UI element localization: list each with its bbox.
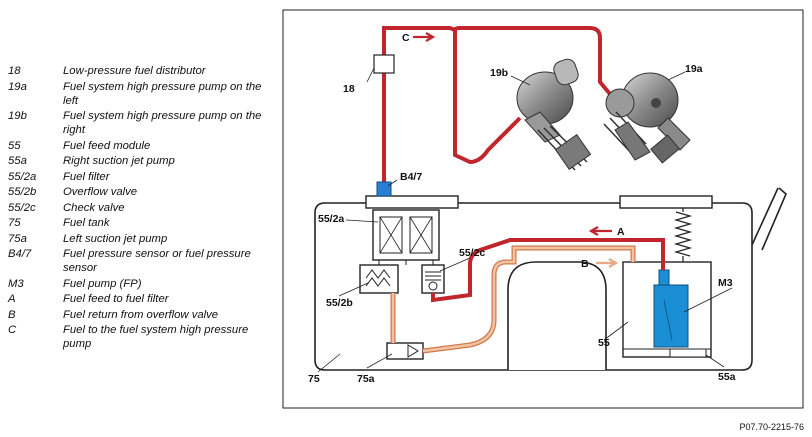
label-b: B xyxy=(581,258,589,270)
legend-description: Fuel feed to fuel filter xyxy=(63,293,169,305)
figure-id: P07.70-2215-76 xyxy=(739,422,804,432)
legend-description: Fuel system high pressure pump on the ri… xyxy=(63,110,262,136)
legend-code: 55/2b xyxy=(8,186,37,198)
fuel-pump-m3 xyxy=(653,284,689,348)
spring xyxy=(673,211,693,257)
label-75a: 75a xyxy=(357,373,375,385)
label-18: 18 xyxy=(343,83,355,95)
legend-code: 75 xyxy=(8,217,21,229)
legend-description: Fuel feed module xyxy=(63,139,151,152)
legend-code: B4/7 xyxy=(8,248,32,260)
arrow-a xyxy=(588,226,612,236)
legend-row: 55/2a Fuel filter xyxy=(8,170,273,184)
overflow-valve xyxy=(359,264,399,294)
label-b47: B4/7 xyxy=(400,171,422,183)
legend-row: 19b Fuel system high pressure pump on the… xyxy=(8,109,273,137)
legend-description: Fuel pressure sensor or fuel pressure se… xyxy=(63,248,251,274)
legend-description: Fuel tank xyxy=(63,217,110,229)
label-c: C xyxy=(402,32,410,44)
legend-code: 19a xyxy=(8,80,27,93)
label-55-2b: 55/2b xyxy=(326,297,353,309)
leader-lines xyxy=(317,67,733,373)
fuel-feed-line xyxy=(431,238,665,303)
diagram-frame xyxy=(282,9,804,409)
legend-code: 18 xyxy=(8,65,21,77)
low-pressure-fuel-distributor xyxy=(373,54,395,74)
label-75: 75 xyxy=(308,373,320,385)
legend-code: B xyxy=(8,308,16,321)
legend-row: 75 Fuel tank xyxy=(8,216,273,230)
legend-row: 75a Left suction jet pump xyxy=(8,232,273,246)
legend-code: A xyxy=(8,293,16,305)
high-pressure-pump-19a xyxy=(603,72,691,164)
label-55-2a: 55/2a xyxy=(318,213,344,225)
legend-description: Low-pressure fuel distributor xyxy=(63,65,206,77)
legend-description: Right suction jet pump xyxy=(63,155,175,167)
legend-row: M3 Fuel pump (FP) xyxy=(8,277,273,291)
legend-row: 19a Fuel system high pressure pump on the… xyxy=(8,80,273,108)
arrow-c xyxy=(413,32,436,42)
legend-row: 55/2c Check valve xyxy=(8,201,273,215)
left-flange xyxy=(365,195,459,209)
right-flange xyxy=(619,195,713,209)
high-pressure-line xyxy=(382,26,522,182)
legend-description: Check valve xyxy=(63,201,125,214)
legend-row: C Fuel to the fuel system high pressure p… xyxy=(8,323,273,351)
high-pressure-pump-19b xyxy=(516,58,592,171)
label-55a: 55a xyxy=(718,371,736,383)
right-suction-jet-pump xyxy=(669,348,707,358)
legend-row: 55 Fuel feed module xyxy=(8,139,273,153)
legend-code: M3 xyxy=(8,277,24,290)
legend-description: Overflow valve xyxy=(63,186,138,198)
label-19b: 19b xyxy=(490,67,508,79)
legend-code: 75a xyxy=(8,232,27,245)
legend-row: B Fuel return from overflow valve xyxy=(8,308,273,322)
label-19a: 19a xyxy=(685,63,703,75)
legend-description: Left suction jet pump xyxy=(63,232,168,245)
fuel-pressure-sensor xyxy=(376,181,392,197)
label-m3: M3 xyxy=(718,277,733,289)
filler-neck xyxy=(751,187,787,251)
legend-row: 18 Low-pressure fuel distributor xyxy=(8,64,273,78)
legend-description: Fuel return from overflow valve xyxy=(63,308,219,321)
legend-description: Fuel pump (FP) xyxy=(63,277,142,290)
legend-description: Fuel system high pressure pump on the le… xyxy=(63,80,262,107)
legend-code: 19b xyxy=(8,110,27,122)
label-55-2c: 55/2c xyxy=(459,247,485,259)
tank-hump xyxy=(507,261,607,370)
legend-description: Fuel to the fuel system high pressure pu… xyxy=(63,324,249,350)
fuel-tank xyxy=(314,202,753,371)
legend-code: 55/2c xyxy=(8,201,36,214)
legend-code: 55/2a xyxy=(8,170,37,183)
arrow-b xyxy=(596,258,619,268)
legend-row: B4/7 Fuel pressure sensor or fuel pressur… xyxy=(8,247,273,275)
legend-code: 55a xyxy=(8,155,27,167)
label-55: 55 xyxy=(598,337,610,349)
legend-code: C xyxy=(8,324,17,336)
legend-row: 55/2b Overflow valve xyxy=(8,185,273,199)
legend-row: 55a Right suction jet pump xyxy=(8,154,273,168)
legend-row: A Fuel feed to fuel filter xyxy=(8,292,273,306)
legend-description: Fuel filter xyxy=(63,170,110,183)
legend-code: 55 xyxy=(8,139,21,152)
label-a: A xyxy=(617,226,625,238)
